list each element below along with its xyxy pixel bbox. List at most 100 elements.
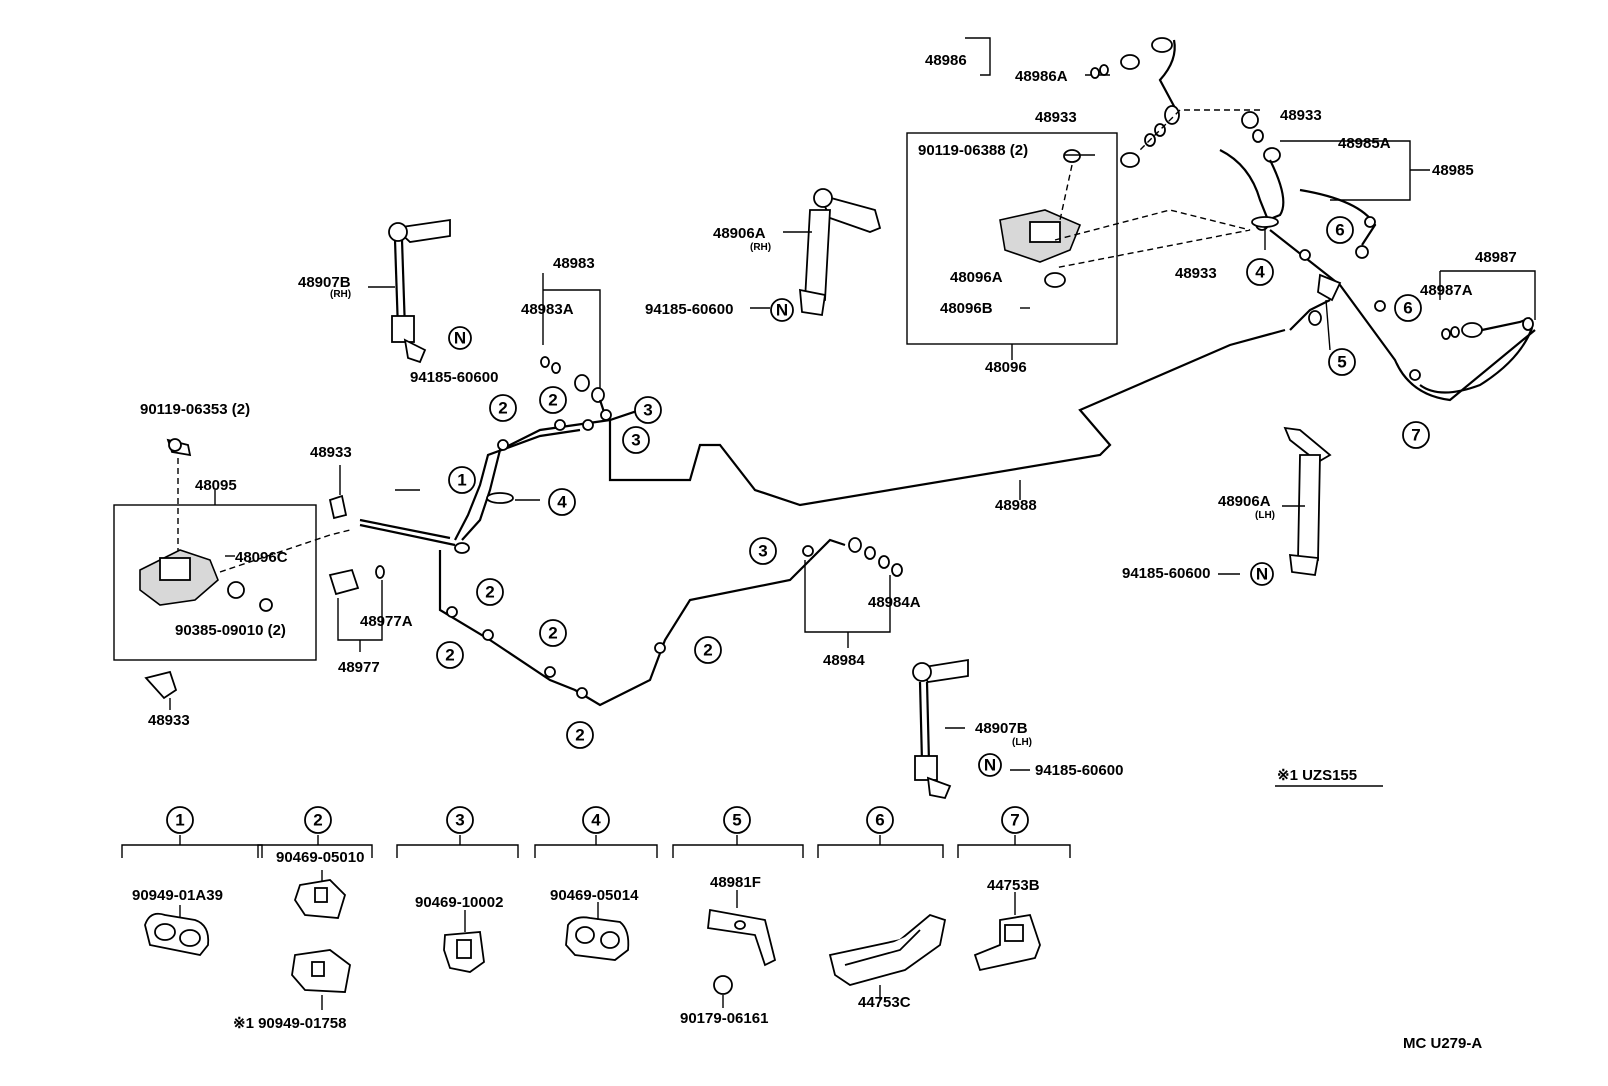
label-48984a: 48984A <box>868 594 921 611</box>
n-mark-d: N <box>978 753 1002 777</box>
height-control-sensor-box-48096 <box>906 109 1260 360</box>
height-control-box-48095 <box>113 438 351 661</box>
svg-text:3: 3 <box>631 431 640 450</box>
catalog-num-2: 2 <box>304 806 332 834</box>
svg-text:2: 2 <box>498 399 507 418</box>
clip-callouts: 1 2 2 3 3 4 2 2 2 2 2 3 4 6 6 5 7 <box>436 216 1430 749</box>
label-48985a: 48985A <box>1338 135 1391 152</box>
label-48096a: 48096A <box>950 269 1003 286</box>
label-48986a: 48986A <box>1015 68 1068 85</box>
label-44753b: 44753B <box>987 877 1040 894</box>
sensor-link-48906a-rh <box>750 188 882 317</box>
sensor-link-48906a-lh <box>1218 426 1332 577</box>
figure-code: MC U279-A <box>1403 1035 1482 1052</box>
svg-text:2: 2 <box>445 646 454 665</box>
svg-text:N: N <box>454 329 466 348</box>
bracket-48933-bottom <box>144 670 178 710</box>
label-48933-bottom: 48933 <box>148 712 190 729</box>
svg-text:N: N <box>776 301 788 320</box>
label-90949-01a39: 90949-01A39 <box>132 887 223 904</box>
svg-text:5: 5 <box>1337 353 1346 372</box>
label-48933-mid: 48933 <box>1175 265 1217 282</box>
label-90385-09010: 90385-09010 (2) <box>175 622 286 639</box>
label-48907b-lh: 48907B <box>975 720 1028 737</box>
label-48983a: 48983A <box>521 301 574 318</box>
callout-6b: 6 <box>1394 294 1422 322</box>
n-mark-c: N <box>1250 562 1274 586</box>
svg-text:2: 2 <box>548 624 557 643</box>
callout-3b: 3 <box>622 426 650 454</box>
catalog-numbers: 1 2 3 4 5 6 7 <box>166 806 1029 834</box>
label-48981f: 48981F <box>710 874 761 891</box>
svg-text:3: 3 <box>455 811 464 830</box>
catalog-num-1: 1 <box>166 806 194 834</box>
svg-text:2: 2 <box>575 726 584 745</box>
label-lh-2: (LH) <box>1012 737 1032 748</box>
svg-text:4: 4 <box>557 493 567 512</box>
callout-5: 5 <box>1328 348 1356 376</box>
callout-2f: 2 <box>566 721 594 749</box>
catalog-num-6: 6 <box>866 806 894 834</box>
label-48933-topright: 48933 <box>1280 107 1322 124</box>
svg-text:N: N <box>984 756 996 775</box>
n-mark-a: N <box>770 298 794 322</box>
callout-4a: 4 <box>548 488 576 516</box>
callout-2b: 2 <box>539 386 567 414</box>
svg-text:3: 3 <box>643 401 652 420</box>
label-48096c: 48096C <box>235 549 288 566</box>
label-48986: 48986 <box>925 52 967 69</box>
svg-text:3: 3 <box>758 542 767 561</box>
label-48985: 48985 <box>1432 162 1474 179</box>
svg-text:5: 5 <box>732 811 741 830</box>
svg-text:4: 4 <box>591 811 601 830</box>
brake-tube-48988 <box>359 229 1536 547</box>
label-48984: 48984 <box>823 652 865 669</box>
label-48906a-rh: 48906A <box>713 225 766 242</box>
n-mark-b: N <box>448 326 472 350</box>
sensor-link-48907b-rh <box>368 218 451 364</box>
tube-assembly-48983 <box>540 273 607 416</box>
svg-text:4: 4 <box>1255 263 1265 282</box>
label-94185-b: 94185-60600 <box>410 369 498 386</box>
n-marks: N N N N <box>448 298 1274 777</box>
catalog-num-7: 7 <box>1001 806 1029 834</box>
label-90179-06161: 90179-06161 <box>680 1010 768 1027</box>
label-48095: 48095 <box>195 477 237 494</box>
label-90949-01758: ※1 90949-01758 <box>233 1015 347 1032</box>
label-48933-top: 48933 <box>1035 109 1077 126</box>
callout-2c: 2 <box>476 578 504 606</box>
callout-3c: 3 <box>749 537 777 565</box>
svg-text:1: 1 <box>457 471 466 490</box>
label-94185-d: 94185-60600 <box>1035 762 1123 779</box>
label-90469-05014: 90469-05014 <box>550 887 639 904</box>
label-48977: 48977 <box>338 659 380 676</box>
label-48907b-rh: 48907B <box>298 274 351 291</box>
label-lh-1: (LH) <box>1255 510 1275 521</box>
label-90469-05010: 90469-05010 <box>276 849 364 866</box>
leveling-sensor-link-48986 <box>965 37 1180 147</box>
label-44753c: 44753C <box>858 994 911 1011</box>
callout-4b: 4 <box>1246 258 1274 286</box>
callout-2a: 2 <box>489 394 517 422</box>
label-48987a: 48987A <box>1420 282 1473 299</box>
callout-1: 1 <box>448 466 476 494</box>
label-48987: 48987 <box>1475 249 1517 266</box>
part-labels: 48986 48986A 48933 48933 48985A 48985 90… <box>132 52 1517 1052</box>
label-94185-c: 94185-60600 <box>1122 565 1210 582</box>
clip-catalog <box>121 835 1071 1010</box>
callout-2e: 2 <box>539 619 567 647</box>
svg-text:2: 2 <box>485 583 494 602</box>
sensor-link-48985 <box>1219 111 1430 259</box>
callout-7: 7 <box>1402 421 1430 449</box>
svg-text:1: 1 <box>175 811 184 830</box>
model-note: ※1 UZS155 <box>1277 767 1357 784</box>
svg-text:7: 7 <box>1010 811 1019 830</box>
label-94185-a: 94185-60600 <box>645 301 733 318</box>
callout-2g: 2 <box>694 636 722 664</box>
svg-text:6: 6 <box>1403 299 1412 318</box>
sensor-link-48907b-lh <box>912 658 1030 800</box>
catalog-num-4: 4 <box>582 806 610 834</box>
brake-tube-lower <box>395 489 903 707</box>
svg-text:7: 7 <box>1411 426 1420 445</box>
